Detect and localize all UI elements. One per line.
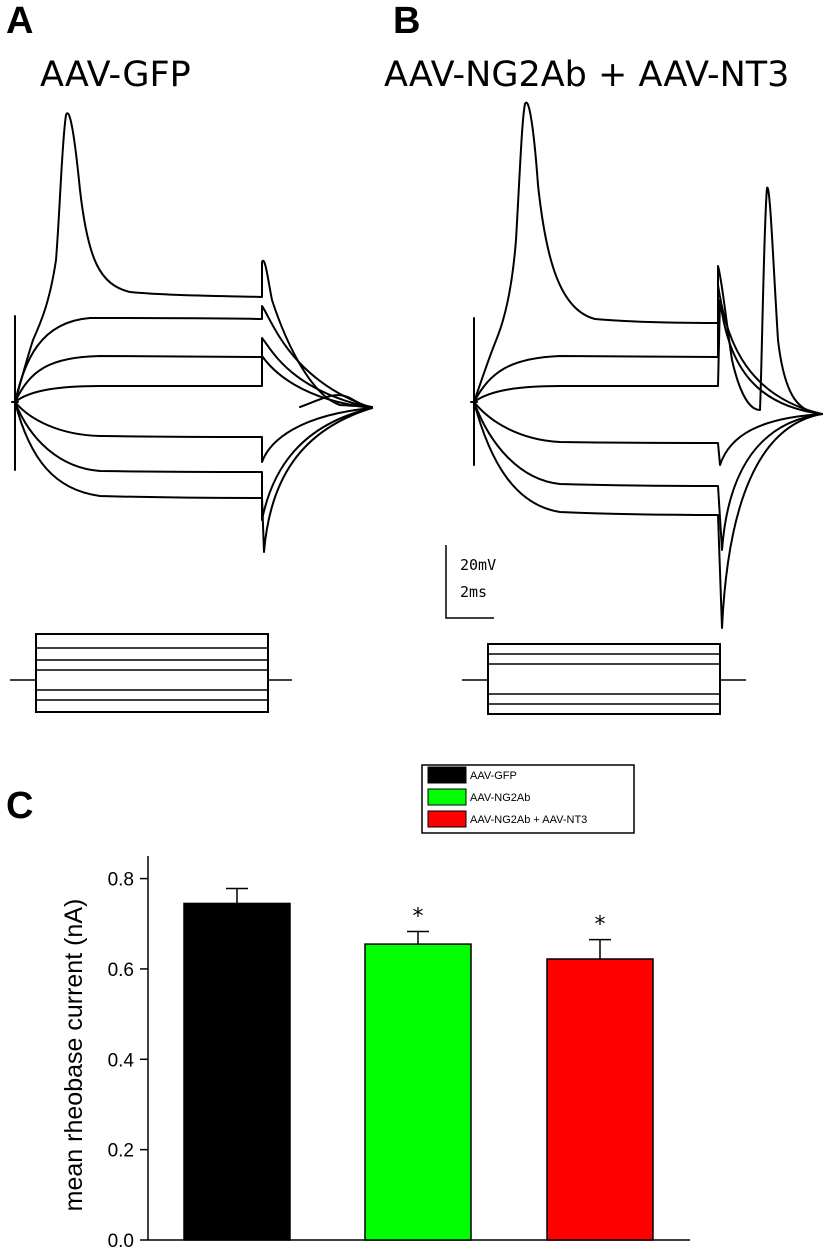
y-tick-label: 0.6	[108, 960, 134, 981]
trace-b-minus2	[473, 401, 823, 551]
bar-chart: mean rheobase current (nA) 0.0 0.2 0.4 0.6 0…	[60, 856, 690, 1250]
trace-a-minus3	[14, 401, 373, 553]
legend-swatch-3	[427, 810, 467, 828]
scale-bar-voltage-label: 20mV	[460, 556, 496, 574]
legend-label-1: AAV-GFP	[470, 770, 517, 782]
bar-1	[183, 902, 291, 1241]
y-tick-label: 0.4	[108, 1050, 135, 1071]
protocol-a-box	[35, 633, 269, 713]
trace-b-plus1	[473, 299, 823, 415]
trace-b-minus3	[473, 401, 823, 629]
protocol-b-box	[487, 643, 721, 715]
trace-a-plus2	[14, 337, 373, 409]
trace-b-minus1	[473, 401, 823, 466]
panel-b-stimulus-protocol	[462, 643, 746, 715]
panel-c-letter: C	[6, 785, 33, 827]
panel-a-stimulus-protocol	[10, 633, 292, 713]
legend-label-3: AAV-NG2Ab + AAV-NT3	[470, 814, 587, 826]
significance-marker-2: *	[413, 904, 424, 929]
panel-b-voltage-traces	[470, 101, 823, 629]
significance-marker-3: *	[595, 913, 606, 938]
panel-b-letter: B	[393, 0, 420, 42]
trace-b-onset-artifact	[470, 317, 478, 466]
bar-3	[546, 958, 654, 1241]
y-axis-label: mean rheobase current (nA)	[60, 899, 88, 1212]
scale-bar-time-label: 2ms	[460, 583, 487, 601]
trace-a-spike	[14, 112, 373, 408]
trace-b-spike	[473, 101, 823, 415]
panel-b: B AAV-NG2Ab + AAV-NT3 20mV 2ms	[384, 0, 823, 715]
trace-b-plus2	[473, 284, 823, 415]
panel-a-letter: A	[6, 0, 33, 42]
scale-bar: 20mV 2ms	[445, 545, 496, 619]
bar-2	[364, 943, 472, 1241]
y-tick-label: 0.2	[108, 1141, 134, 1162]
trace-a-minus1	[14, 401, 373, 463]
y-tick-label: 0.8	[108, 870, 134, 891]
panel-b-title: AAV-NG2Ab + AAV-NT3	[384, 55, 789, 95]
y-tick-label: 0.0	[108, 1231, 134, 1250]
trace-a-onset-artifact	[11, 315, 19, 471]
legend-label-2: AAV-NG2Ab	[470, 792, 530, 804]
trace-a-plus1	[14, 355, 373, 409]
panel-a-title: AAV-GFP	[40, 55, 191, 95]
trace-a-minus2	[14, 401, 373, 521]
trace-a-plus3	[14, 305, 373, 409]
scale-bar-lines	[445, 545, 494, 619]
panel-a: A AAV-GFP	[6, 0, 373, 713]
legend-swatch-2	[427, 788, 467, 806]
legend-swatch-1	[427, 766, 467, 784]
trace-a-rebound-hump	[299, 394, 373, 408]
panel-a-voltage-traces	[11, 112, 373, 553]
